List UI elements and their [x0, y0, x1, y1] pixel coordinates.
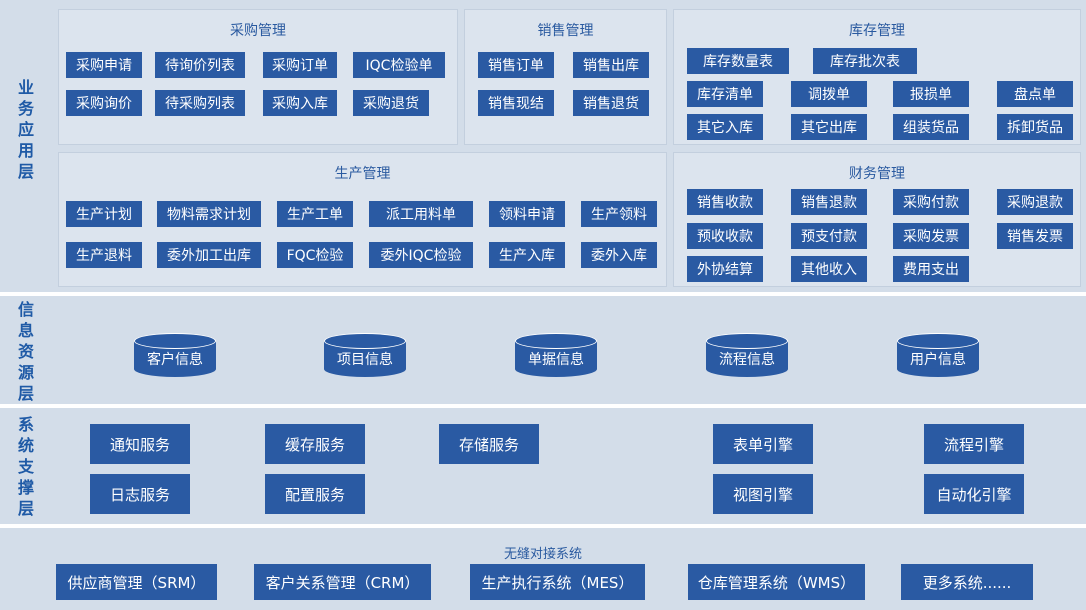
finance-panel-title: 财务管理	[849, 166, 905, 182]
sales-item[interactable]: 销售出库	[573, 52, 649, 78]
production-item[interactable]: 生产退料	[66, 242, 142, 268]
inventory-item[interactable]: 拆卸货品	[997, 114, 1073, 140]
more-systems-button[interactable]: 更多系统......	[901, 564, 1033, 600]
production-item[interactable]: FQC检验	[277, 242, 353, 268]
sales-panel: 销售管理 销售订单 销售出库 销售现结 销售退货	[464, 9, 667, 145]
finance-item[interactable]: 采购发票	[893, 223, 969, 249]
finance-item[interactable]: 预支付款	[791, 223, 867, 249]
inventory-item[interactable]: 库存数量表	[687, 48, 789, 74]
sales-item[interactable]: 销售订单	[478, 52, 554, 78]
purchase-item[interactable]: 采购申请	[66, 52, 142, 78]
inventory-panel-title: 库存管理	[849, 23, 905, 39]
production-item[interactable]: 领料申请	[489, 201, 565, 227]
production-item[interactable]: 委外入库	[581, 242, 657, 268]
automation-engine-button[interactable]: 自动化引擎	[924, 474, 1024, 514]
info-resource-document[interactable]: 单据信息	[515, 333, 597, 377]
inventory-item[interactable]: 库存清单	[687, 81, 763, 107]
cache-service-button[interactable]: 缓存服务	[265, 424, 365, 464]
workflow-engine-button[interactable]: 流程引擎	[924, 424, 1024, 464]
purchase-item[interactable]: 待采购列表	[155, 90, 245, 116]
finance-item[interactable]: 外协结算	[687, 256, 763, 282]
info-resource-label: 客户信息	[147, 352, 203, 368]
cylinder-bottom	[897, 361, 979, 377]
sales-item[interactable]: 销售现结	[478, 90, 554, 116]
production-panel-title: 生产管理	[334, 166, 391, 182]
cylinder-bottom	[706, 361, 788, 377]
info-resource-label: 单据信息	[528, 352, 584, 368]
info-resource-project[interactable]: 项目信息	[324, 333, 406, 377]
inventory-item[interactable]: 调拨单	[791, 81, 867, 107]
purchase-panel-title: 采购管理	[230, 23, 286, 39]
sales-panel-title: 销售管理	[537, 23, 594, 39]
info-resource-user[interactable]: 用户信息	[897, 333, 979, 377]
inventory-item[interactable]: 报损单	[893, 81, 969, 107]
info-resource-label: 用户信息	[910, 352, 966, 368]
crm-button[interactable]: 客户关系管理（CRM）	[254, 564, 431, 600]
cylinder-top	[706, 333, 788, 349]
production-item[interactable]: 委外IQC检验	[369, 242, 473, 268]
cylinder-bottom	[134, 361, 216, 377]
inventory-item[interactable]: 库存批次表	[813, 48, 917, 74]
inventory-item[interactable]: 盘点单	[997, 81, 1073, 107]
production-panel: 生产管理 生产计划 物料需求计划 生产工单 派工用料单 领料申请 生产领料 生产…	[58, 152, 667, 287]
finance-item[interactable]: 销售发票	[997, 223, 1073, 249]
log-service-button[interactable]: 日志服务	[90, 474, 190, 514]
form-engine-button[interactable]: 表单引擎	[713, 424, 813, 464]
production-item[interactable]: 派工用料单	[369, 201, 473, 227]
wms-button[interactable]: 仓库管理系统（WMS）	[688, 564, 865, 600]
cylinder-top	[515, 333, 597, 349]
finance-item[interactable]: 采购付款	[893, 189, 969, 215]
purchase-item[interactable]: 采购退货	[353, 90, 429, 116]
inventory-item[interactable]: 其它入库	[687, 114, 763, 140]
production-item[interactable]: 委外加工出库	[157, 242, 261, 268]
finance-item[interactable]: 销售收款	[687, 189, 763, 215]
purchase-item[interactable]: 采购入库	[263, 90, 337, 116]
finance-panel: 财务管理 销售收款 销售退款 采购付款 采购退款 预收收款 预支付款 采购发票 …	[673, 152, 1081, 287]
production-item[interactable]: 物料需求计划	[157, 201, 261, 227]
purchase-item[interactable]: 待询价列表	[155, 52, 245, 78]
srm-button[interactable]: 供应商管理（SRM）	[56, 564, 217, 600]
info-resource-process[interactable]: 流程信息	[706, 333, 788, 377]
purchase-item[interactable]: 采购询价	[66, 90, 142, 116]
inventory-panel: 库存管理 库存数量表 库存批次表 库存清单 调拨单 报损单 盘点单 其它入库 其…	[673, 9, 1081, 145]
storage-service-button[interactable]: 存储服务	[439, 424, 539, 464]
config-service-button[interactable]: 配置服务	[265, 474, 365, 514]
finance-item[interactable]: 预收收款	[687, 223, 763, 249]
finance-item[interactable]: 其他收入	[791, 256, 867, 282]
support-layer-label: 系 统 支 撑 层	[17, 415, 34, 518]
cylinder-bottom	[515, 361, 597, 377]
info-resource-label: 项目信息	[337, 352, 393, 368]
inventory-item[interactable]: 其它出库	[791, 114, 867, 140]
purchase-item[interactable]: IQC检验单	[353, 52, 445, 78]
view-engine-button[interactable]: 视图引擎	[713, 474, 813, 514]
info-resource-customer[interactable]: 客户信息	[134, 333, 216, 377]
business-layer-label: 业 务 应 用 层	[17, 78, 34, 181]
sales-item[interactable]: 销售退货	[573, 90, 649, 116]
production-item[interactable]: 生产领料	[581, 201, 657, 227]
cylinder-bottom	[324, 361, 406, 377]
production-item[interactable]: 生产入库	[489, 242, 565, 268]
mes-button[interactable]: 生产执行系统（MES）	[470, 564, 645, 600]
finance-item[interactable]: 采购退款	[997, 189, 1073, 215]
purchase-item[interactable]: 采购订单	[263, 52, 337, 78]
inventory-item[interactable]: 组装货品	[893, 114, 969, 140]
production-item[interactable]: 生产计划	[66, 201, 142, 227]
cylinder-top	[134, 333, 216, 349]
notification-service-button[interactable]: 通知服务	[90, 424, 190, 464]
integration-title: 无缝对接系统	[503, 547, 582, 562]
purchase-panel: 采购管理 采购申请 待询价列表 采购订单 IQC检验单 采购询价 待采购列表 采…	[58, 9, 458, 145]
info-layer-label: 信 息 资 源 层	[17, 300, 34, 403]
cylinder-top	[897, 333, 979, 349]
cylinder-top	[324, 333, 406, 349]
info-resource-label: 流程信息	[719, 352, 775, 368]
finance-item[interactable]: 费用支出	[893, 256, 969, 282]
production-item[interactable]: 生产工单	[277, 201, 353, 227]
finance-item[interactable]: 销售退款	[791, 189, 867, 215]
